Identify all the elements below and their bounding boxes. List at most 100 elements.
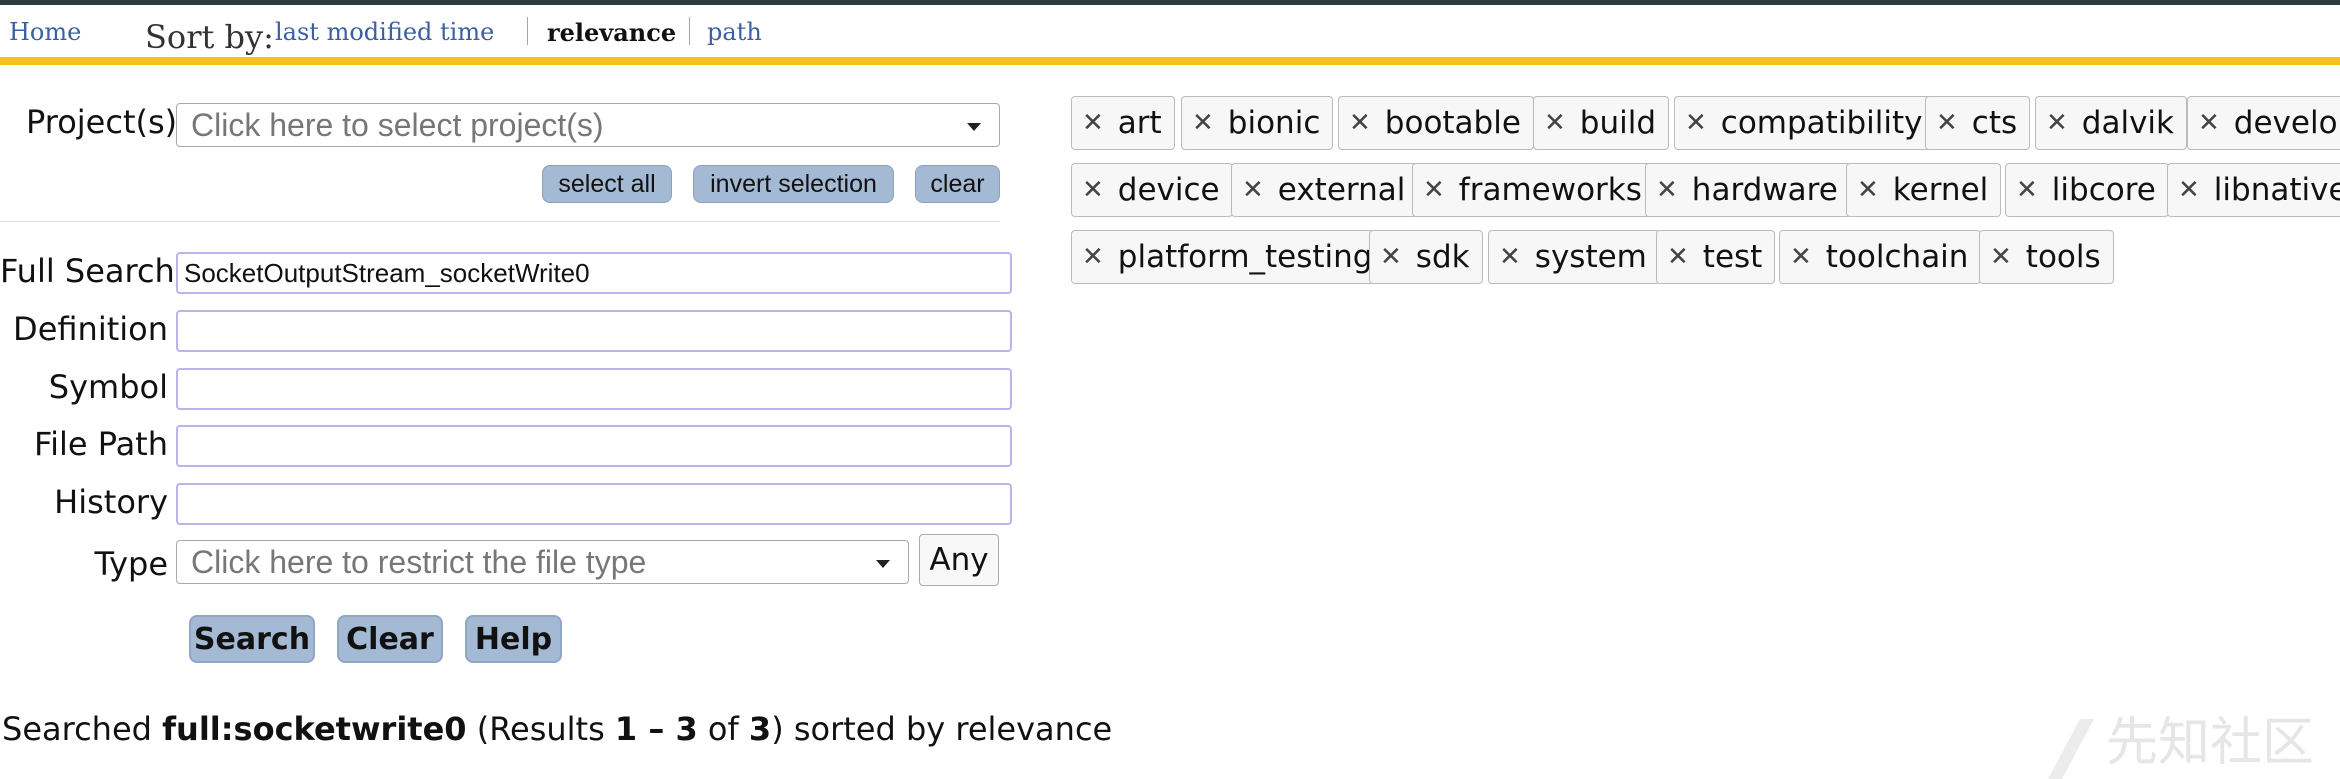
close-icon[interactable]: ✕ <box>1349 108 1371 138</box>
definition-input[interactable] <box>176 310 1012 352</box>
status-suffix: sorted by relevance <box>793 710 1113 748</box>
project-tag-label: external <box>1277 172 1406 208</box>
status-of: of <box>707 710 739 748</box>
project-tag-label: compatibility <box>1720 105 1923 141</box>
project-tag-label: art <box>1117 105 1162 141</box>
close-icon[interactable]: ✕ <box>1544 108 1566 138</box>
project-tag[interactable]: ✕ hardware <box>1645 163 1851 217</box>
history-input[interactable] <box>176 483 1012 525</box>
project-tag[interactable]: ✕ bionic <box>1181 96 1334 150</box>
file-path-input[interactable] <box>176 425 1012 467</box>
watermark-logo-icon <box>2050 719 2094 773</box>
project-tag-label: develop <box>2233 105 2340 141</box>
search-button[interactable]: Search <box>189 615 315 663</box>
type-select-placeholder: Click here to restrict the file type <box>191 543 647 580</box>
status-total: 3 <box>748 710 772 748</box>
project-tag[interactable]: ✕build <box>1533 96 1670 150</box>
select-all-button[interactable]: select all <box>542 165 672 203</box>
status-range: 1 – 3 <box>614 710 698 748</box>
close-icon[interactable]: ✕ <box>1423 175 1445 205</box>
project-tag[interactable]: ✕ libcore <box>2005 163 2169 217</box>
any-type-button[interactable]: Any <box>919 534 999 586</box>
search-status: Searched full:socketwrite0 (Results 1 – … <box>2 710 1112 748</box>
close-icon[interactable]: ✕ <box>1857 175 1879 205</box>
project-tag-label: frameworks <box>1458 172 1642 208</box>
project-tag-label: sdk <box>1415 239 1470 275</box>
project-tag[interactable]: ✕ art <box>1071 96 1175 150</box>
close-icon[interactable]: ✕ <box>1082 242 1104 272</box>
close-icon[interactable]: ✕ <box>2046 108 2068 138</box>
form-divider <box>0 221 1000 222</box>
project-tag-label: bionic <box>1227 105 1321 141</box>
close-icon[interactable]: ✕ <box>2198 108 2220 138</box>
header-nav: Home Sort by: last modified time relevan… <box>0 5 2340 57</box>
history-label: History <box>54 483 168 521</box>
project-tag[interactable]: ✕ system <box>1488 230 1660 284</box>
home-link[interactable]: Home <box>9 18 82 46</box>
project-tag[interactable]: ✕ libnativel <box>2167 163 2340 217</box>
project-tag-label: cts <box>1971 105 2018 141</box>
project-tag[interactable]: ✕toolchain <box>1779 230 1982 284</box>
close-icon[interactable]: ✕ <box>2016 175 2038 205</box>
project-tag[interactable]: ✕ device <box>1071 163 1233 217</box>
project-select[interactable]: Click here to select project(s) <box>176 103 1000 147</box>
project-tag[interactable]: ✕ tools <box>1979 230 2114 284</box>
sort-path-link[interactable]: path <box>707 18 762 46</box>
project-tag[interactable]: ✕ sdk <box>1369 230 1483 284</box>
project-tag[interactable]: ✕ external <box>1231 163 1419 217</box>
project-tag[interactable]: ✕ cts <box>1925 96 2031 150</box>
status-results-close: ) <box>771 710 784 748</box>
symbol-input[interactable] <box>176 368 1012 410</box>
project-tag[interactable]: ✕ dalvik <box>2035 96 2187 150</box>
project-tag-label: platform_testing <box>1117 239 1373 275</box>
watermark-text: 先知社区 <box>2106 713 2315 773</box>
project-label: Project(s) <box>26 103 178 141</box>
clear-projects-button[interactable]: clear <box>915 165 1000 203</box>
project-tag-label: tools <box>2025 239 2101 275</box>
close-icon[interactable]: ✕ <box>2178 175 2200 205</box>
project-tag[interactable]: ✕ test <box>1656 230 1776 284</box>
invert-selection-button[interactable]: invert selection <box>693 165 894 203</box>
close-icon[interactable]: ✕ <box>1082 108 1104 138</box>
chevron-down-icon <box>967 123 981 131</box>
sort-relevance-active[interactable]: relevance <box>547 18 677 47</box>
type-select[interactable]: Click here to restrict the file type <box>176 540 909 584</box>
project-tag[interactable]: ✕ develop <box>2187 96 2340 150</box>
status-prefix: Searched <box>2 710 152 748</box>
close-icon[interactable]: ✕ <box>1082 175 1104 205</box>
close-icon[interactable]: ✕ <box>1656 175 1678 205</box>
symbol-label: Symbol <box>48 368 168 406</box>
project-tag-label: device <box>1117 172 1220 208</box>
sort-by-label: Sort by: <box>145 18 274 56</box>
close-icon[interactable]: ✕ <box>1192 108 1214 138</box>
close-icon[interactable]: ✕ <box>1380 242 1402 272</box>
sort-last-modified-link[interactable]: last modified time <box>275 18 495 46</box>
project-tag-label: test <box>1702 239 1763 275</box>
project-tag-label: dalvik <box>2081 105 2174 141</box>
top-stripe <box>0 0 2340 5</box>
project-tag[interactable]: ✕ compatibility <box>1674 96 1936 150</box>
full-search-input[interactable]: SocketOutputStream_socketWrite0 <box>176 252 1012 294</box>
project-tag-label: system <box>1534 239 1647 275</box>
nav-separator <box>527 17 528 45</box>
help-button[interactable]: Help <box>465 615 562 663</box>
project-tag[interactable]: ✕bootable <box>1338 96 1534 150</box>
close-icon[interactable]: ✕ <box>1990 242 2012 272</box>
close-icon[interactable]: ✕ <box>1685 108 1707 138</box>
close-icon[interactable]: ✕ <box>1499 242 1521 272</box>
project-tag-label: hardware <box>1691 172 1838 208</box>
project-select-placeholder: Click here to select project(s) <box>191 106 604 143</box>
project-tag[interactable]: ✕ frameworks <box>1412 163 1655 217</box>
close-icon[interactable]: ✕ <box>1936 108 1958 138</box>
project-tag-label: libcore <box>2051 172 2156 208</box>
chevron-down-icon <box>876 560 890 568</box>
clear-button[interactable]: Clear <box>337 615 443 663</box>
project-tag-label: libnativel <box>2213 172 2340 208</box>
close-icon[interactable]: ✕ <box>1790 242 1812 272</box>
close-icon[interactable]: ✕ <box>1242 175 1264 205</box>
project-tag[interactable]: ✕ platform_testing <box>1071 230 1386 284</box>
project-tag[interactable]: ✕ kernel <box>1846 163 2002 217</box>
file-path-label: File Path <box>33 425 168 463</box>
project-tag-label: kernel <box>1892 172 1989 208</box>
close-icon[interactable]: ✕ <box>1667 242 1689 272</box>
